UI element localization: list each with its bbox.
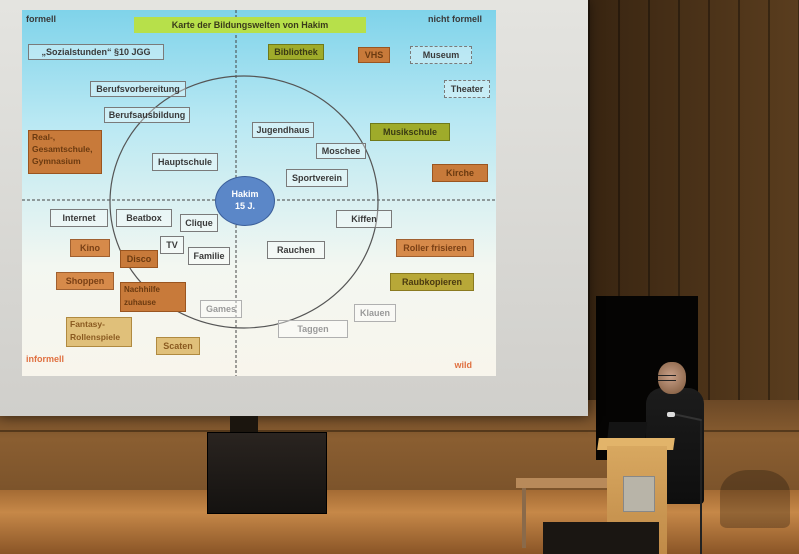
item-sozialstunden: „Sozialstunden“ §10 JGG <box>28 44 164 60</box>
side-table-leg <box>522 488 526 548</box>
lectern-logo-sign <box>623 476 655 512</box>
item-real-gesamtschule: Real-, Gesamtschule, Gymnasium <box>28 130 102 174</box>
presentation-slide: formell nicht formell informell wild Kar… <box>22 10 496 376</box>
item-museum: Museum <box>410 46 472 64</box>
item-disco: Disco <box>120 250 158 268</box>
item-familie: Familie <box>188 247 230 265</box>
item-raubkopieren: Raubkopieren <box>390 273 474 291</box>
item-sportverein: Sportverein <box>286 169 348 187</box>
item-moschee: Moschee <box>316 143 366 159</box>
stage-riser <box>543 522 659 554</box>
corner-formell: formell <box>26 14 57 24</box>
corner-wild: wild <box>454 360 473 370</box>
item-internet: Internet <box>50 209 108 227</box>
item-berufsvorbereitung: Berufsvorbereitung <box>90 81 186 97</box>
item-kirche: Kirche <box>432 164 488 182</box>
projection-screen: formell nicht formell informell wild Kar… <box>0 0 588 416</box>
center-node-hakim: Hakim 15 J. <box>215 176 275 226</box>
speaker-shadow <box>720 470 790 528</box>
item-kino: Kino <box>70 239 110 257</box>
item-rauchen: Rauchen <box>267 241 325 259</box>
microphone-icon <box>667 412 675 417</box>
item-tv: TV <box>160 236 184 254</box>
item-musikschule: Musikschule <box>370 123 450 141</box>
item-shoppen: Shoppen <box>56 272 114 290</box>
item-beatbox: Beatbox <box>116 209 172 227</box>
item-kiffen: Kiffen <box>336 210 392 228</box>
item-jugendhaus: Jugendhaus <box>252 122 314 138</box>
screen-truss <box>230 416 258 436</box>
center-name: Hakim <box>231 189 259 199</box>
item-roller-frisieren: Roller frisieren <box>396 239 474 257</box>
item-klauen: Klauen <box>354 304 396 322</box>
corner-nicht-formell: nicht formell <box>427 14 482 24</box>
center-age: 15 J. <box>234 201 256 211</box>
item-berufsausbildung: Berufsausbildung <box>104 107 190 123</box>
item-games: Games <box>200 300 242 318</box>
item-taggen: Taggen <box>278 320 348 338</box>
item-scaten: Scaten <box>156 337 200 355</box>
slide-title: Karte der Bildungswelten von Hakim <box>134 17 366 33</box>
panel-seam <box>0 430 799 432</box>
microphone-stand <box>700 420 702 554</box>
side-table <box>516 478 636 488</box>
equipment-case <box>207 432 327 514</box>
speaker-head <box>658 362 686 394</box>
item-vhs: VHS <box>358 47 390 63</box>
item-fantasy-rollenspiele: Fantasy-Rollenspiele <box>66 317 132 347</box>
item-bibliothek: Bibliothek <box>268 44 324 60</box>
item-clique: Clique <box>180 214 218 232</box>
item-nachhilfe: Nachhilfe zuhause <box>120 282 186 312</box>
item-theater: Theater <box>444 80 490 98</box>
item-hauptschule: Hauptschule <box>152 153 218 171</box>
speaker-glasses <box>658 375 676 381</box>
corner-informell: informell <box>26 354 65 364</box>
